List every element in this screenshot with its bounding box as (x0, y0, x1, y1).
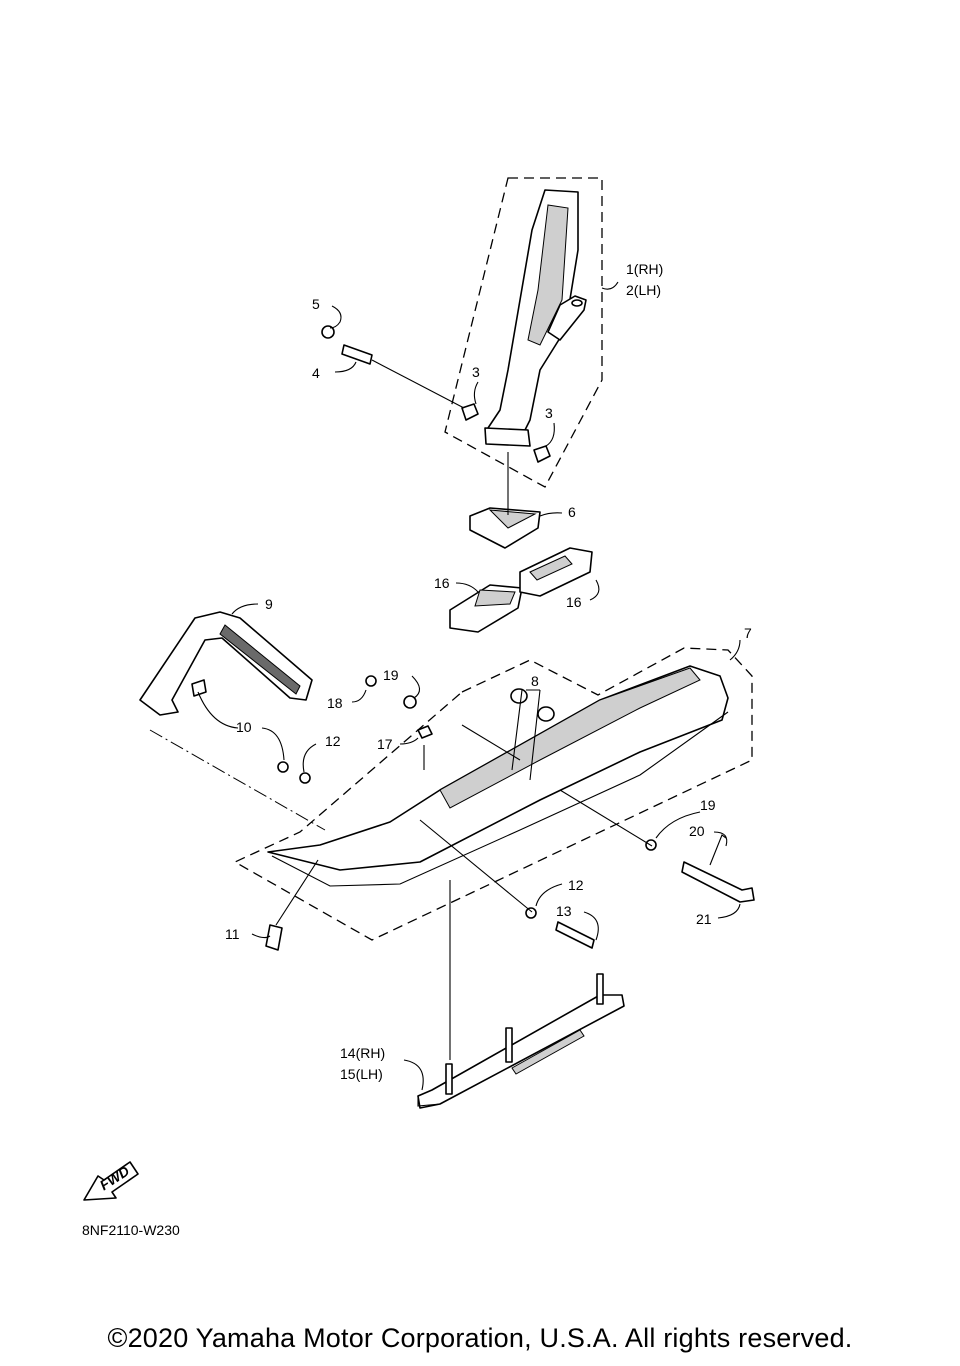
callout-15: 15(LH) (340, 1066, 383, 1082)
spindle-group (444, 177, 603, 488)
bushing-right (533, 445, 551, 463)
ski-dashed-boundary (233, 647, 753, 941)
washer-part-12a (299, 772, 311, 784)
spindle-dashed-boundary (444, 177, 603, 488)
leader-1-2 (601, 281, 619, 290)
callout-19a: 19 (383, 667, 399, 683)
callout-11: 11 (225, 926, 240, 942)
runner-stud-1 (445, 1063, 453, 1095)
callout-5: 5 (312, 296, 320, 312)
callout-16a: 16 (434, 575, 450, 591)
collar-part-18 (365, 675, 377, 687)
leader-12b (535, 883, 563, 907)
callout-4: 4 (312, 365, 320, 381)
damper-part-8b (537, 706, 555, 722)
leader-9 (231, 603, 259, 615)
leader-13 (583, 911, 599, 941)
leader-4 (334, 361, 357, 373)
spindle-arm (547, 295, 587, 341)
leader-axis-1 (461, 724, 521, 761)
washer-part-5 (321, 325, 335, 339)
leader-8 (511, 689, 541, 781)
callout-20: 20 (689, 823, 705, 839)
pin-part-4 (341, 344, 373, 365)
bushing-left (461, 403, 479, 421)
callout-12b: 12 (568, 877, 584, 893)
washer-part-19a (403, 695, 417, 709)
leader-17 (399, 737, 419, 745)
callout-14: 14(RH) (340, 1045, 385, 1061)
pad-part-16-left-face (474, 589, 516, 607)
leader-10 (197, 691, 285, 761)
bolt-part-11 (265, 924, 283, 951)
callout-13: 13 (556, 903, 572, 919)
leader-axis-2 (559, 789, 653, 847)
callout-7: 7 (744, 625, 752, 641)
leader-axis-6 (275, 859, 319, 926)
damper-part-8a (510, 688, 528, 704)
bolt-part-13 (555, 921, 595, 949)
leader-11 (251, 933, 271, 939)
fwd-arrow-icon: FWD (83, 1161, 139, 1201)
spindle-arm-hole (571, 299, 583, 307)
runner-stud-2 (505, 1027, 513, 1063)
leader-3b (545, 422, 555, 447)
callout-10: 10 (236, 719, 252, 735)
copyright-notice: ©2020 Yamaha Motor Corporation, U.S.A. A… (107, 1323, 853, 1353)
callout-19b: 19 (700, 797, 716, 813)
leader-6 (539, 512, 563, 517)
callout-1: 1(RH) (626, 261, 663, 277)
ski-edge (271, 711, 729, 887)
callout-6: 6 (568, 504, 576, 520)
leader-12a (302, 743, 317, 773)
callout-12a: 12 (325, 733, 341, 749)
bushing-part-10 (277, 761, 289, 773)
leader-14-15 (403, 1059, 424, 1091)
runner-part-14-15 (417, 994, 625, 1109)
callout-3b: 3 (545, 405, 553, 421)
callout-9: 9 (265, 596, 273, 612)
leader-5 (329, 305, 342, 329)
nut-part-17 (417, 725, 433, 739)
runner-underside (417, 1096, 441, 1107)
leader-7 (729, 639, 741, 661)
leader-19b (655, 811, 701, 839)
block-part-6-top (488, 509, 537, 529)
callout-18: 18 (327, 695, 343, 711)
leader-pin-axis (371, 359, 465, 409)
leader-16b (589, 579, 600, 601)
leader-handle-axis (149, 729, 326, 831)
callout-21: 21 (696, 911, 712, 927)
callout-3a: 3 (472, 364, 480, 380)
pad-part-16-right-face (529, 555, 573, 581)
callout-16b: 16 (566, 594, 582, 610)
callout-2: 2(LH) (626, 282, 661, 298)
runner-carbide (511, 1029, 585, 1075)
leader-20 (713, 831, 728, 847)
leader-3a (473, 381, 479, 405)
runner-stud-3 (596, 973, 604, 1005)
leader-16a (455, 582, 479, 593)
spindle-window (527, 204, 569, 346)
handle-part-9 (139, 611, 313, 716)
leader-axis-3 (419, 819, 533, 913)
leader-19a (411, 675, 421, 699)
callout-17: 17 (377, 736, 393, 752)
callout-8: 8 (531, 673, 539, 689)
spindle-base (484, 427, 531, 447)
pad-part-16-right (519, 547, 593, 597)
pin-part-20 (709, 834, 727, 866)
diagram-code: 8NF2110-W230 (82, 1222, 180, 1238)
leader-18 (351, 689, 367, 703)
bolt-part-21 (681, 861, 755, 903)
washer-part-12b (525, 907, 537, 919)
leader-21 (717, 903, 741, 919)
handle-bushing (191, 679, 207, 697)
handle-grip-pattern (219, 624, 301, 695)
ski-top-rail (439, 667, 701, 809)
